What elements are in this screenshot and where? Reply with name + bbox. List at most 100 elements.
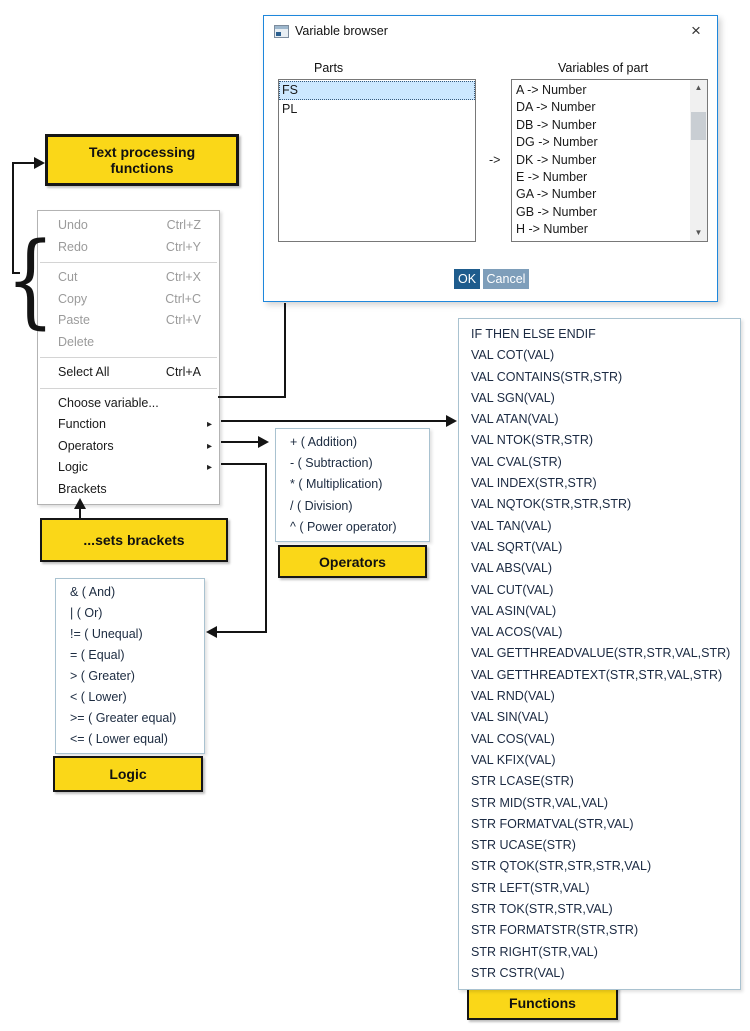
- function-item[interactable]: STR FORMATVAL(STR,VAL): [471, 816, 634, 831]
- connector-line: [216, 631, 267, 633]
- menu-item-logic[interactable]: Logic▸: [38, 457, 219, 479]
- connector-line: [218, 396, 286, 398]
- function-item[interactable]: VAL ACOS(VAL): [471, 625, 563, 640]
- function-item[interactable]: STR MID(STR,VAL,VAL): [471, 795, 609, 810]
- function-item[interactable]: VAL KFIX(VAL): [471, 752, 556, 767]
- function-item[interactable]: STR UCASE(STR): [471, 838, 576, 853]
- menu-item-shortcut: Ctrl+V: [165, 313, 201, 327]
- logic-item[interactable]: | ( Or): [70, 606, 103, 620]
- sets-brackets-label: ...sets brackets: [40, 518, 228, 562]
- variable-item[interactable]: H -> Number: [516, 222, 588, 237]
- arrowhead-icon: [34, 157, 45, 169]
- arrowhead-icon: [446, 415, 457, 427]
- ok-button[interactable]: OK: [454, 269, 480, 289]
- function-item[interactable]: VAL RND(VAL): [471, 689, 555, 704]
- operator-item[interactable]: ^ ( Power operator): [290, 519, 397, 534]
- function-item[interactable]: VAL COS(VAL): [471, 731, 555, 746]
- variable-item[interactable]: GB -> Number: [516, 204, 597, 219]
- variable-item[interactable]: DB -> Number: [516, 117, 597, 132]
- part-item[interactable]: PL: [282, 102, 298, 116]
- function-item[interactable]: VAL ASIN(VAL): [471, 603, 557, 618]
- function-item[interactable]: VAL SGN(VAL): [471, 390, 555, 405]
- variable-item[interactable]: DA -> Number: [516, 100, 596, 115]
- variable-item[interactable]: DK -> Number: [516, 152, 597, 167]
- function-item[interactable]: VAL ATAN(VAL): [471, 412, 559, 427]
- function-item[interactable]: STR LEFT(STR,VAL): [471, 880, 590, 895]
- function-item[interactable]: VAL NQTOK(STR,STR,STR): [471, 497, 632, 512]
- functions-label: Functions: [467, 986, 618, 1020]
- menu-item-function[interactable]: Function▸: [38, 414, 219, 436]
- variable-item[interactable]: E -> Number: [516, 169, 588, 184]
- variable-item[interactable]: GA -> Number: [516, 187, 597, 202]
- function-item[interactable]: VAL SQRT(VAL): [471, 539, 563, 554]
- logic-item[interactable]: = ( Equal): [70, 648, 125, 662]
- logic-item[interactable]: > ( Greater): [70, 669, 135, 683]
- variable-item[interactable]: DG -> Number: [516, 135, 598, 150]
- menu-item-operators[interactable]: Operators▸: [38, 436, 219, 458]
- function-item[interactable]: STR RIGHT(STR,VAL): [471, 944, 598, 959]
- variable-item[interactable]: A -> Number: [516, 83, 587, 97]
- menu-item-label: Paste: [58, 313, 90, 327]
- function-item[interactable]: VAL CONTAINS(STR,STR): [471, 369, 623, 384]
- parts-listbox[interactable]: FS PL: [278, 79, 476, 242]
- menu-item-brackets[interactable]: Brackets: [38, 479, 219, 501]
- function-item[interactable]: STR CSTR(VAL): [471, 965, 565, 980]
- function-item[interactable]: STR LCASE(STR): [471, 774, 574, 789]
- scroll-down-icon[interactable]: ▼: [694, 228, 703, 237]
- menu-item-label: Select All: [58, 365, 110, 379]
- logic-item[interactable]: != ( Unequal): [70, 627, 143, 641]
- connector-line: [12, 272, 20, 274]
- logic-label: Logic: [53, 756, 203, 792]
- scroll-thumb[interactable]: [691, 112, 706, 140]
- menu-separator: [40, 387, 217, 389]
- arrowhead-icon: [258, 436, 269, 448]
- variable-browser-dialog: Variable browser × Parts Variables of pa…: [263, 15, 718, 302]
- connector-line: [12, 162, 14, 274]
- variables-listbox[interactable]: A -> Number DA -> Number DB -> Number DG ->…: [511, 79, 708, 242]
- logic-item[interactable]: < ( Lower): [70, 690, 127, 704]
- logic-item[interactable]: >= ( Greater equal): [70, 711, 177, 725]
- menu-item-label: Cut: [58, 270, 78, 284]
- connector-line: [284, 303, 286, 398]
- text-processing-functions-label: Text processing functions: [45, 134, 239, 186]
- function-item[interactable]: VAL NTOK(STR,STR): [471, 433, 594, 448]
- dialog-titlebar[interactable]: Variable browser ×: [264, 16, 717, 46]
- function-item[interactable]: VAL CUT(VAL): [471, 582, 554, 597]
- cancel-button[interactable]: Cancel: [483, 269, 529, 289]
- scroll-up-icon[interactable]: ▲: [694, 83, 703, 92]
- function-item[interactable]: VAL ABS(VAL): [471, 561, 553, 576]
- menu-item-label: Function: [58, 417, 106, 431]
- menu-item-label: Copy: [58, 291, 88, 306]
- operator-item[interactable]: - ( Subtraction): [290, 456, 373, 471]
- operator-item[interactable]: / ( Division): [290, 498, 353, 513]
- function-item[interactable]: VAL GETTHREADVALUE(STR,STR,VAL,STR): [471, 646, 731, 661]
- function-item[interactable]: STR FORMATSTR(STR,STR): [471, 923, 639, 938]
- function-item[interactable]: VAL TAN(VAL): [471, 518, 552, 533]
- submenu-arrow-icon: ▸: [206, 462, 212, 473]
- function-item[interactable]: STR TOK(STR,STR,VAL): [471, 902, 613, 917]
- menu-item-label: Choose variable...: [58, 395, 159, 410]
- menu-item-choose-variable[interactable]: Choose variable...: [38, 393, 219, 415]
- part-item[interactable]: FS: [279, 81, 475, 100]
- function-item[interactable]: VAL CVAL(STR): [471, 454, 562, 469]
- function-item[interactable]: VAL INDEX(STR,STR): [471, 476, 597, 491]
- scrollbar-track[interactable]: ▲ ▼: [690, 80, 707, 241]
- menu-item-label: Redo: [58, 239, 88, 254]
- operator-item[interactable]: + ( Addition): [290, 435, 358, 449]
- function-item[interactable]: VAL GETTHREADTEXT(STR,STR,VAL,STR): [471, 667, 723, 682]
- arrowhead-icon: [206, 626, 217, 638]
- operator-item[interactable]: * ( Multiplication): [290, 477, 383, 492]
- function-item[interactable]: STR QTOK(STR,STR,STR,VAL): [471, 859, 652, 874]
- function-item[interactable]: VAL SIN(VAL): [471, 710, 549, 725]
- function-item[interactable]: IF THEN ELSE ENDIF: [471, 327, 596, 341]
- menu-item-label: Undo: [58, 218, 88, 232]
- logic-item[interactable]: <= ( Lower equal): [70, 732, 168, 746]
- close-icon[interactable]: ×: [691, 21, 701, 40]
- logic-item[interactable]: & ( And): [70, 585, 116, 599]
- function-item[interactable]: VAL COT(VAL): [471, 348, 555, 363]
- menu-item-paste: Paste Ctrl+V: [38, 310, 219, 332]
